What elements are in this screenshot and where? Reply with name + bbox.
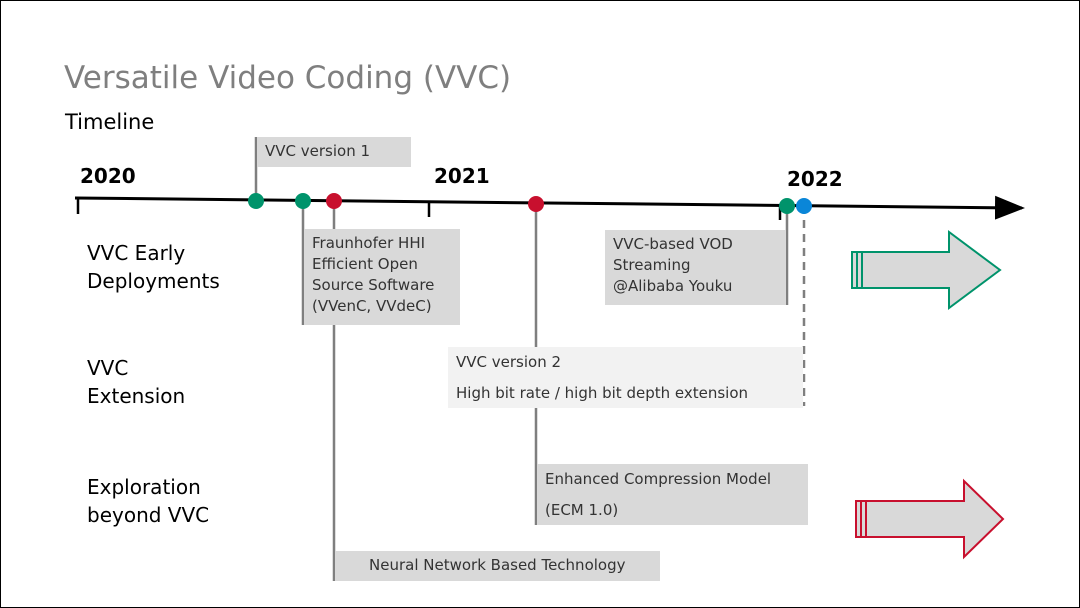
event-title: Enhanced Compression Model xyxy=(545,470,772,488)
event-title: VVC version 2 xyxy=(456,353,562,371)
event-hhi: Fraunhofer HHI Efficient Open Source Sof… xyxy=(304,229,460,325)
row-label-extension: VVC Extension xyxy=(87,356,186,408)
row-label-early: VVC Early Deployments xyxy=(87,241,220,293)
arrow-red-icon xyxy=(855,478,1005,560)
event-label: Neural Network Based Technology xyxy=(369,556,626,574)
event-desc: (ECM 1.0) xyxy=(545,501,619,519)
event-label: Fraunhofer HHI Efficient Open Source Sof… xyxy=(312,234,435,315)
timeline-axis xyxy=(74,195,1025,220)
year-2022: 2022 xyxy=(787,167,843,191)
dot-v1 xyxy=(248,193,264,209)
event-label: VVC version 1 xyxy=(265,142,371,160)
dot-vod xyxy=(779,198,795,214)
dot-hhi xyxy=(295,193,311,209)
slide-title: Versatile Video Coding (VVC) xyxy=(64,60,512,96)
dot-nn xyxy=(326,193,342,209)
event-vvc-v2: VVC version 2 High bit rate / high bit de… xyxy=(448,347,803,408)
row-label-exploration: Exploration beyond VVC xyxy=(87,475,210,527)
event-ecm: Enhanced Compression Model (ECM 1.0) xyxy=(537,464,808,525)
event-label: VVC-based VOD Streaming @Alibaba Youku xyxy=(613,235,733,295)
year-2020: 2020 xyxy=(80,164,136,188)
slide-subtitle: Timeline xyxy=(65,110,155,134)
event-desc: High bit rate / high bit depth extension xyxy=(456,384,749,402)
event-vod: VVC-based VOD Streaming @Alibaba Youku xyxy=(605,230,786,305)
arrow-green-icon xyxy=(851,230,1002,310)
year-2021: 2021 xyxy=(434,164,490,188)
dot-v2 xyxy=(796,198,812,214)
event-nn: Neural Network Based Technology xyxy=(335,551,660,581)
event-vvc-v1: VVC version 1 xyxy=(257,137,411,167)
dot-ecm xyxy=(528,196,544,212)
